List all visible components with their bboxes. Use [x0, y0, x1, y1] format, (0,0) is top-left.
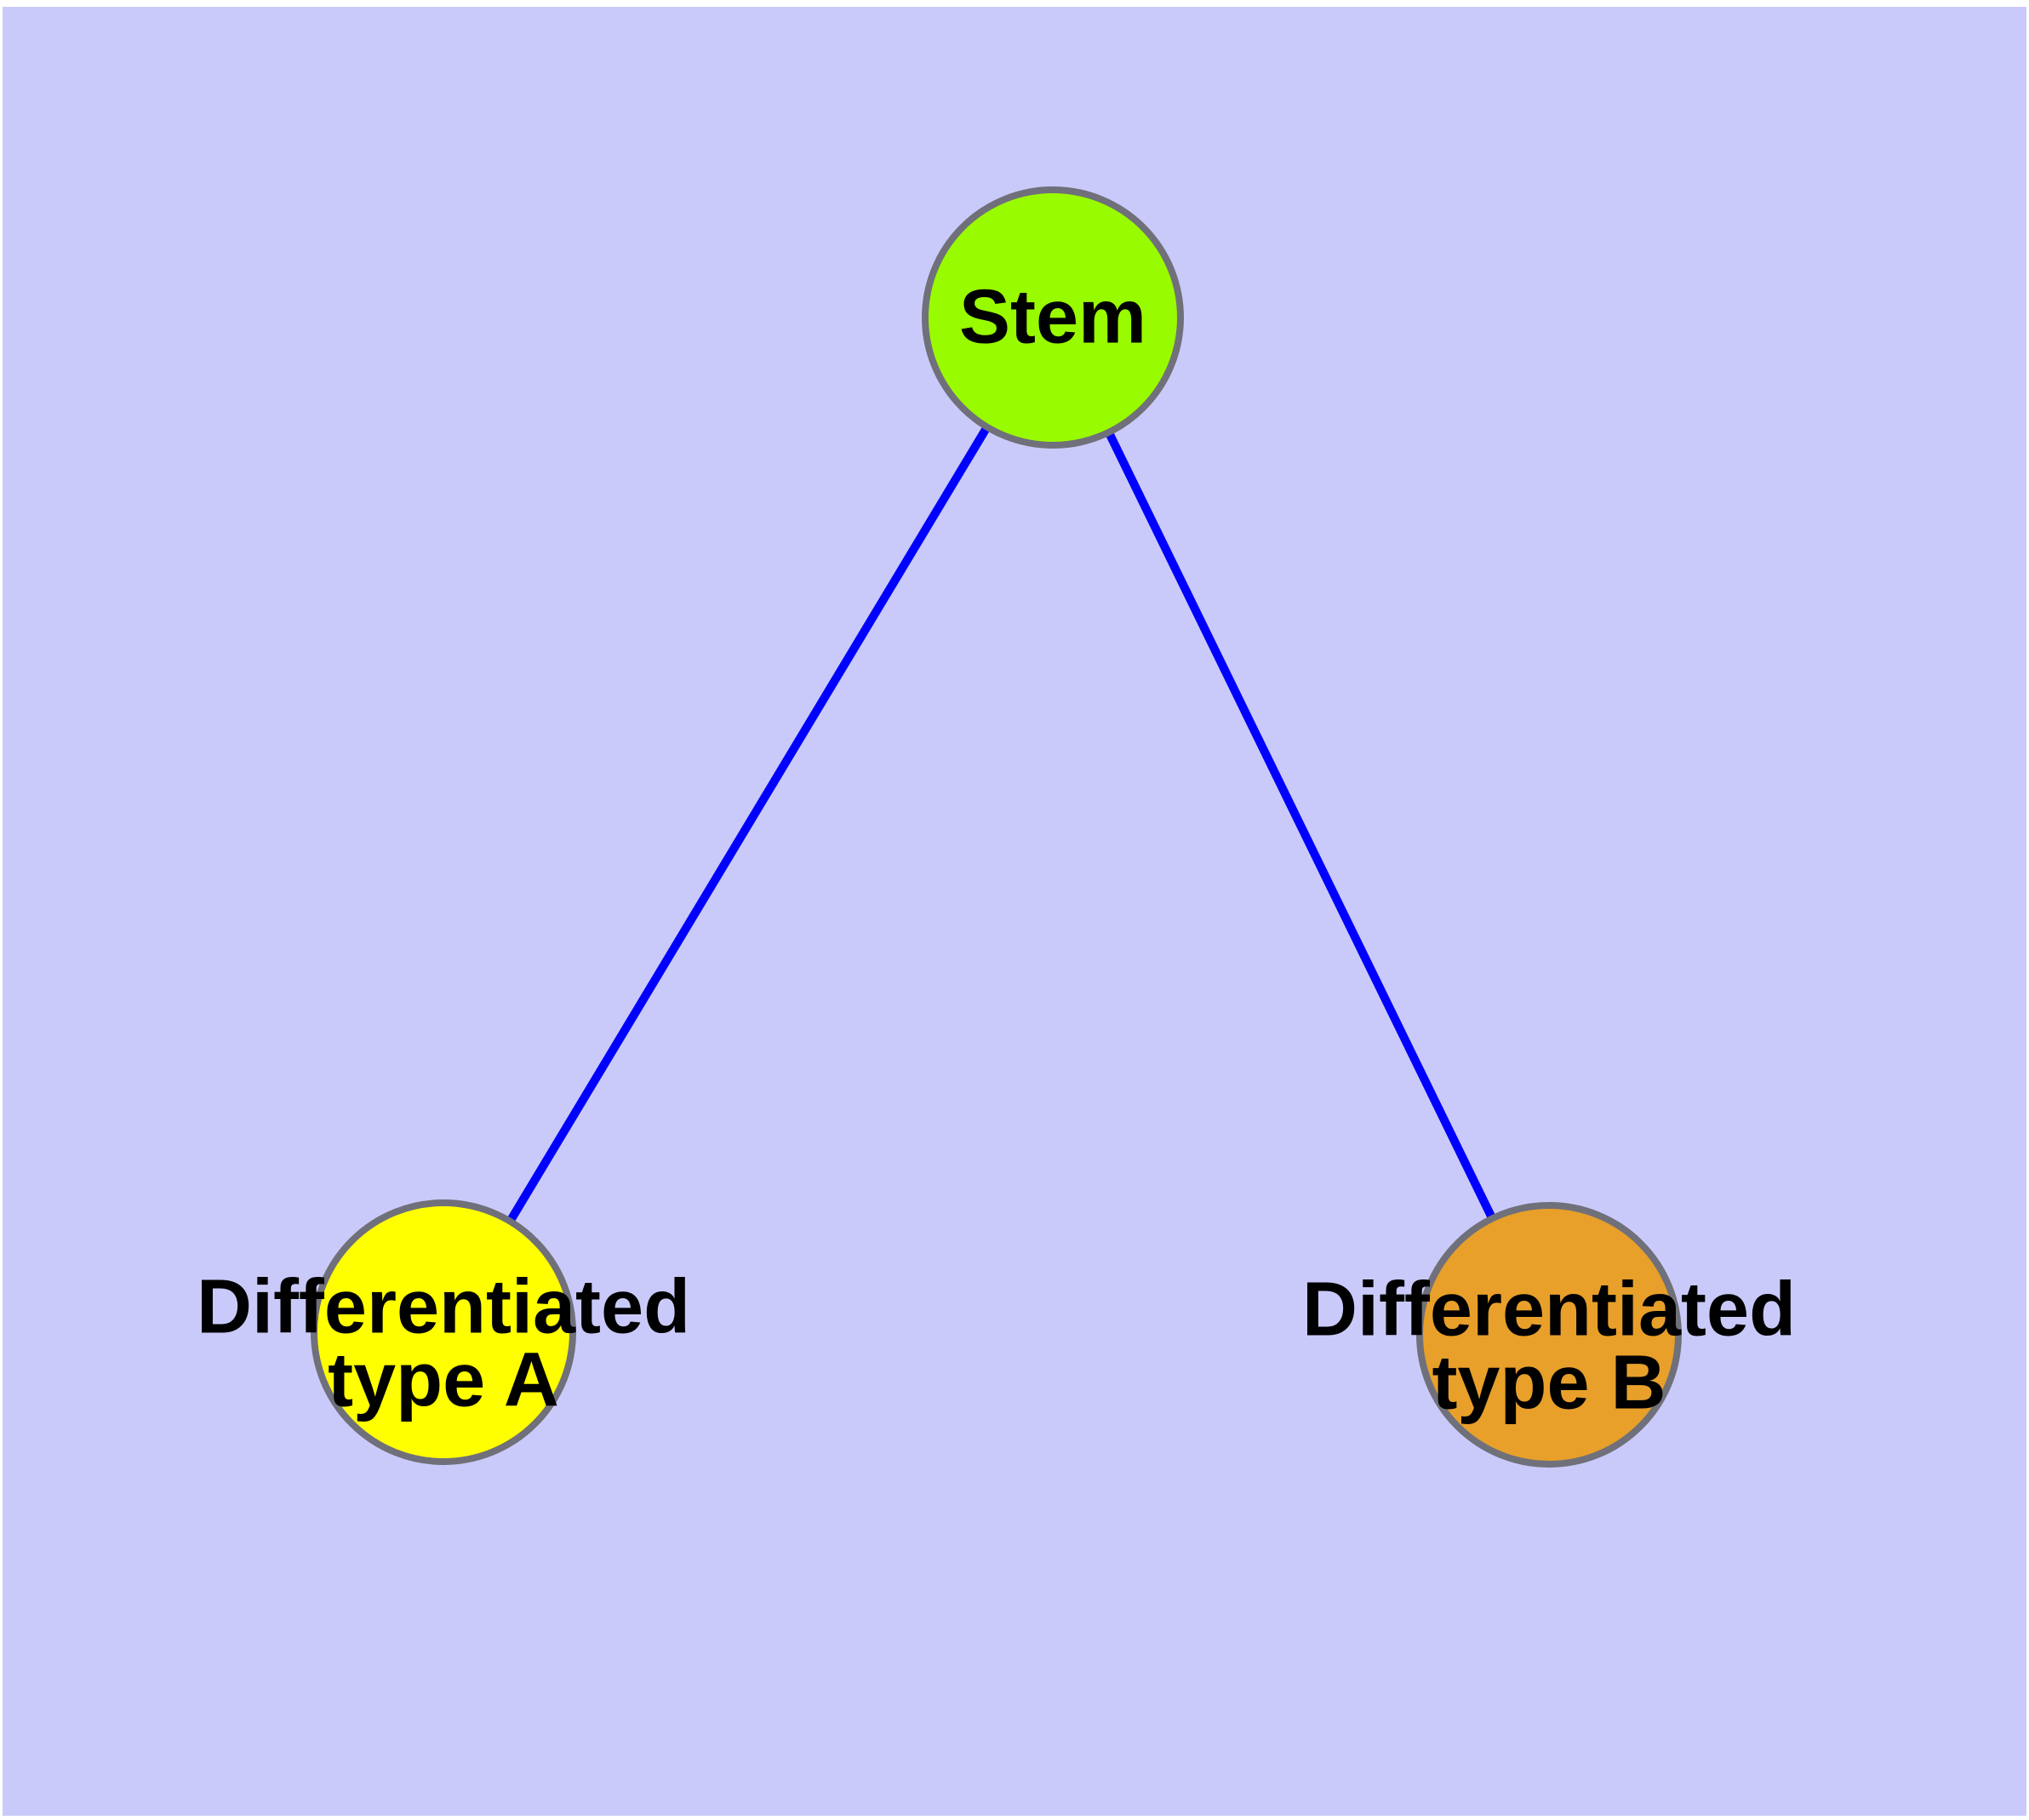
- node-diff-a: [311, 1199, 576, 1465]
- node-label-diff-b-line2: type B: [1432, 1340, 1666, 1425]
- node-label-differentiated-type-b: Differentiated type B: [1301, 1267, 1797, 1425]
- edge-stem-diff-b: [1049, 315, 1553, 1337]
- node-label-diff-a-line1: Differentiated: [196, 1264, 691, 1350]
- node-label-diff-b-line1: Differentiated: [1301, 1267, 1797, 1353]
- node-stem: [922, 186, 1184, 449]
- edge-stem-diff-a: [439, 315, 1057, 1335]
- node-label-stem-line1: Stem: [958, 274, 1147, 360]
- node-label-diff-a-line2: type A: [328, 1337, 559, 1422]
- node-diff-b: [1416, 1202, 1682, 1468]
- node-label-stem: Stem: [958, 274, 1147, 360]
- node-label-differentiated-type-a: Differentiated type A: [196, 1264, 691, 1422]
